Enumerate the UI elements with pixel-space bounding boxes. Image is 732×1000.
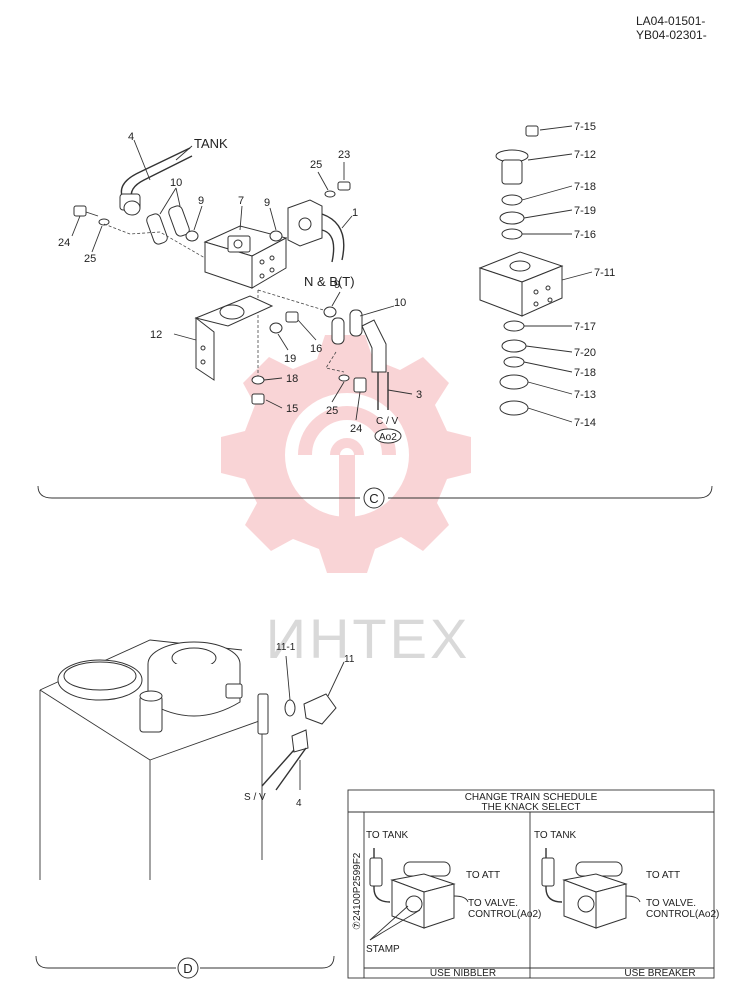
label-19: 19 xyxy=(284,353,296,365)
left-stamp: STAMP xyxy=(366,944,400,955)
valve-exploded-view: 7-15 7-12 7-18 7-19 7-16 7-11 7-17 7-20 … xyxy=(478,121,615,429)
label-4-d: 4 xyxy=(296,798,302,809)
label-7-13: 7-13 xyxy=(574,389,596,401)
label-sv: S / V xyxy=(244,792,266,803)
left-to-tank: TO TANK xyxy=(366,830,409,841)
label-9a: 9 xyxy=(198,195,204,207)
left-footer: USE NIBBLER xyxy=(430,968,496,979)
label-25c: 25 xyxy=(326,405,338,417)
schedule-title: CHANGE TRAIN SCHEDULE xyxy=(465,792,598,803)
drawing-code-1: LA04-01501- xyxy=(636,14,706,28)
right-to-valve: TO VALVE. xyxy=(646,898,696,909)
label-7-17: 7-17 xyxy=(574,321,596,333)
watermark-gear-logo xyxy=(221,335,471,573)
left-control: CONTROL(Ao2) xyxy=(468,909,541,920)
schedule-side-code: ⑦24100P2599F2 xyxy=(352,852,363,930)
label-15: 15 xyxy=(286,403,298,415)
label-7: 7 xyxy=(238,195,244,207)
label-12: 12 xyxy=(150,329,162,341)
label-7-18a: 7-18 xyxy=(574,181,596,193)
left-to-valve: TO VALVE. xyxy=(468,898,518,909)
label-10b: 10 xyxy=(394,297,406,309)
right-to-tank: TO TANK xyxy=(534,830,577,841)
label-24a: 24 xyxy=(58,237,70,249)
section-c-marker: C xyxy=(369,491,378,506)
section-d-tank: 11-1 11 S / V 4 xyxy=(39,639,355,880)
section-d-marker: D xyxy=(183,961,192,976)
label-9b: 9 xyxy=(264,197,270,209)
label-7-16: 7-16 xyxy=(574,229,596,241)
label-7-18b: 7-18 xyxy=(574,367,596,379)
label-7-19: 7-19 xyxy=(574,205,596,217)
label-tank: TANK xyxy=(194,136,228,151)
drawing-code-2: YB04-02301- xyxy=(636,28,707,42)
label-9c: 9 xyxy=(334,279,340,291)
label-11: 11 xyxy=(344,654,355,665)
label-1: 1 xyxy=(352,207,358,219)
label-nb: N & B(T) xyxy=(304,274,355,289)
label-3: 3 xyxy=(416,389,422,401)
label-ao2: Ao2 xyxy=(379,432,397,443)
section-c-divider: C xyxy=(37,485,713,509)
right-to-att: TO ATT xyxy=(646,870,680,881)
label-18: 18 xyxy=(286,373,298,385)
section-d-divider: D xyxy=(35,955,335,979)
label-23: 23 xyxy=(338,149,350,161)
label-25b: 25 xyxy=(84,253,96,265)
change-schedule-table: CHANGE TRAIN SCHEDULE THE KNACK SELECT ⑦… xyxy=(347,789,719,979)
label-7-12: 7-12 xyxy=(574,149,596,161)
left-to-att: TO ATT xyxy=(466,870,500,881)
label-7-20: 7-20 xyxy=(574,347,596,359)
label-25a: 25 xyxy=(310,159,322,171)
label-24b: 24 xyxy=(350,423,362,435)
label-10: 10 xyxy=(170,177,182,189)
schedule-subtitle: THE KNACK SELECT xyxy=(482,802,581,813)
right-footer: USE BREAKER xyxy=(624,968,695,979)
label-4: 4 xyxy=(128,131,134,143)
label-7-11: 7-11 xyxy=(594,267,615,279)
section-c-assembly xyxy=(73,147,402,444)
right-control: CONTROL(Ao2) xyxy=(646,909,719,920)
label-7-15: 7-15 xyxy=(574,121,596,133)
section-c-part-numbers: 4 TANK 10 9 7 9 25 23 1 24 25 N & B(T) 9… xyxy=(58,131,422,443)
label-cv: C / V xyxy=(376,416,399,427)
label-16: 16 xyxy=(310,343,322,355)
watermark-text: ИНТЕХ xyxy=(266,607,471,670)
label-7-14: 7-14 xyxy=(574,417,596,429)
section-c-leaders xyxy=(71,139,413,421)
label-11-1: 11-1 xyxy=(276,642,296,653)
